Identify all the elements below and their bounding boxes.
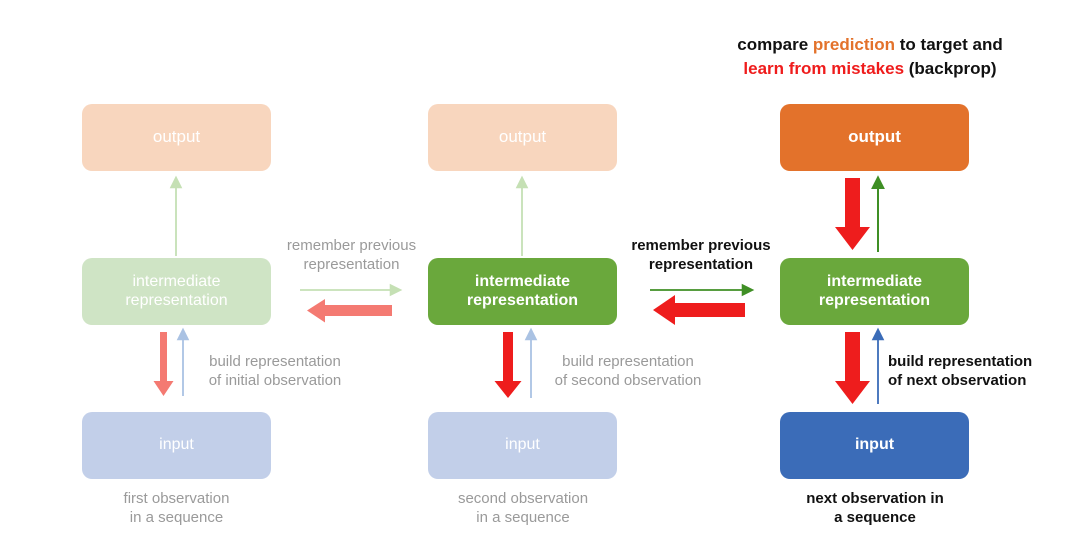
intermediate-label-line2: representation [466,291,579,309]
observation-caption-line2: in a sequence [129,509,224,527]
intermediate-box-timestep-3[interactable]: intermediate representation [780,258,969,325]
arrow-backprop-to-input-timestep-2 [494,332,522,398]
build-caption-timestep-3: build representation of next observation [888,352,1068,390]
headline-line1: compare prediction to target and [737,35,1002,54]
input-box-timestep-2[interactable]: input [428,412,617,479]
output-box-timestep-2[interactable]: output [428,104,617,171]
arrow-backprop-to-input-timestep-3 [835,332,870,404]
observation-caption-timestep-3: next observation in a sequence [775,489,975,527]
observation-caption-line2: a sequence [834,509,916,527]
observation-caption-timestep-2: second observation in a sequence [423,489,623,527]
intermediate-label-line1: intermediate [826,272,923,290]
build-caption-line1: build representation [562,353,694,370]
remember-caption-line2: representation [648,256,754,274]
headline-text-to-target: to target and [895,35,1003,54]
observation-caption-line1: second observation [457,490,589,507]
headline-text-learn-mistakes: learn from mistakes [743,59,905,79]
output-box-timestep-3[interactable]: output [780,104,969,171]
observation-caption-line2: in a sequence [476,509,570,527]
intermediate-label-line1: intermediate [132,272,221,290]
build-caption-line2: of second observation [554,372,702,390]
remember-caption-link-1-to-2: remember previous representation [275,236,428,274]
arrow-remember-backward-link-2-to-3 [653,295,745,325]
intermediate-label-line2: representation [818,291,931,309]
remember-caption-line1: remember previous [286,237,417,254]
arrow-backprop-output-to-intermediate-timestep-3 [835,178,870,250]
headline-text-prediction: prediction [812,35,896,54]
intermediate-label-line2: representation [125,291,228,309]
headline-text-backprop: (backprop) [904,59,997,79]
intermediate-box-timestep-1[interactable]: intermediate representation [82,258,271,325]
build-caption-line1: build representation [888,353,1033,370]
observation-caption-line1: next observation in [806,490,944,507]
intermediate-label-line1: intermediate [474,272,571,290]
build-caption-line2: of initial observation [208,372,342,390]
input-box-timestep-3[interactable]: input [780,412,969,479]
headline-text-compare: compare [737,35,813,54]
remember-caption-line2: representation [303,256,400,274]
observation-caption-line1: first observation [123,490,230,507]
build-caption-timestep-2: build representation of second observati… [528,352,728,390]
headline-line2: learn from mistakes (backprop) [743,59,996,78]
headline-annotation: compare prediction to target and learn f… [700,33,1040,81]
intermediate-box-timestep-2[interactable]: intermediate representation [428,258,617,325]
build-caption-line2: of next observation [888,372,1027,390]
input-box-timestep-1[interactable]: input [82,412,271,479]
build-caption-timestep-1: build representation of initial observat… [180,352,370,390]
remember-caption-line1: remember previous [631,237,771,254]
arrow-remember-backward-link-1-to-2 [307,299,392,323]
output-box-timestep-1[interactable]: output [82,104,271,171]
observation-caption-timestep-1: first observation in a sequence [82,489,271,527]
arrow-backprop-to-input-timestep-1 [153,332,174,396]
build-caption-line1: build representation [209,353,341,370]
remember-caption-link-2-to-3: remember previous representation [625,236,777,274]
